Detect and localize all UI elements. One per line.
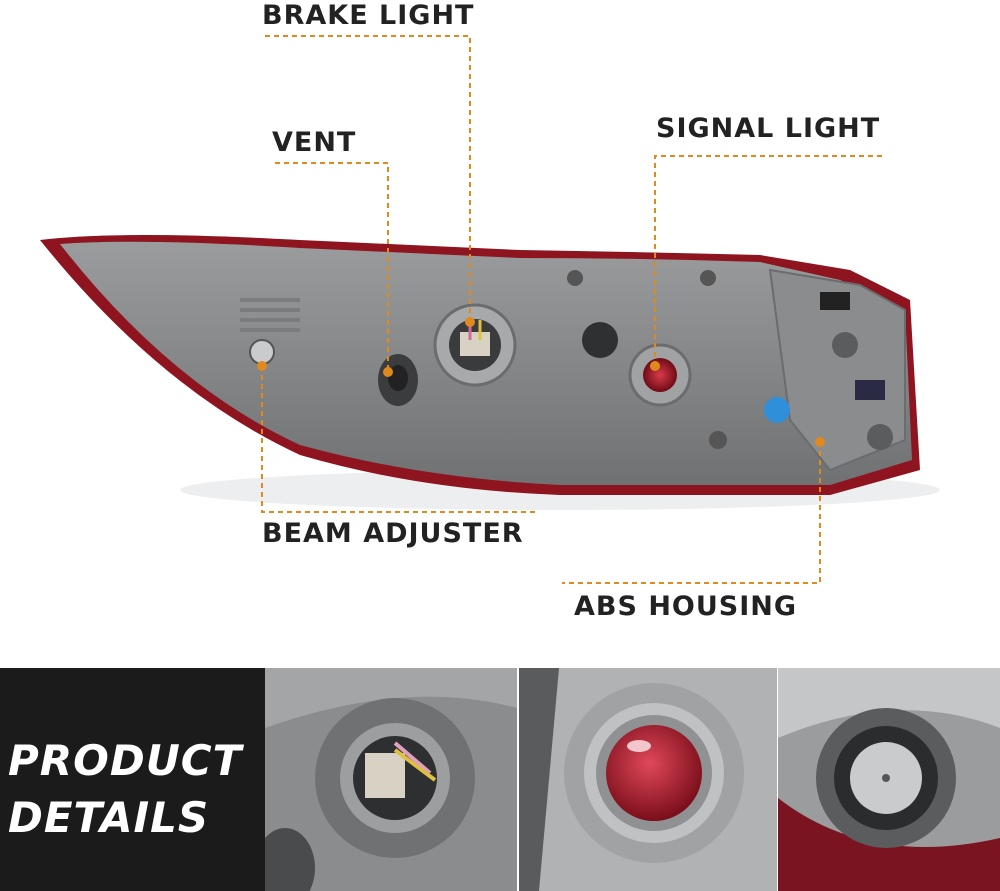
detail-photo-red-lens [519,668,777,891]
tail-light-illustration [40,35,940,584]
abs-housing-label: ABS HOUSING [574,591,798,622]
callout-leader-lines [261,35,882,584]
signal-light-leader [654,155,882,365]
product-details-line1: PRODUCT [8,736,243,785]
brake-light-label: BRAKE LIGHT [262,0,475,31]
abs-housing-leader [562,442,821,584]
signal-light-label: SIGNAL LIGHT [656,113,881,144]
detail-photo-socket [265,668,517,891]
vent-leader [275,162,389,372]
detail-photo-vent [778,668,1000,891]
beam-adjuster-leader [261,366,535,513]
mounting-bracket [768,268,906,472]
beam-adjuster-label: BEAM ADJUSTER [262,518,524,549]
vent-label: VENT [272,127,357,158]
housing-ribs [240,298,300,332]
callout-dots [257,317,825,447]
blue-clip [764,397,790,423]
product-details-panel: PRODUCT DETAILS [0,668,265,891]
product-details-line2: DETAILS [8,793,210,842]
beam-adjuster-screw [249,339,275,365]
